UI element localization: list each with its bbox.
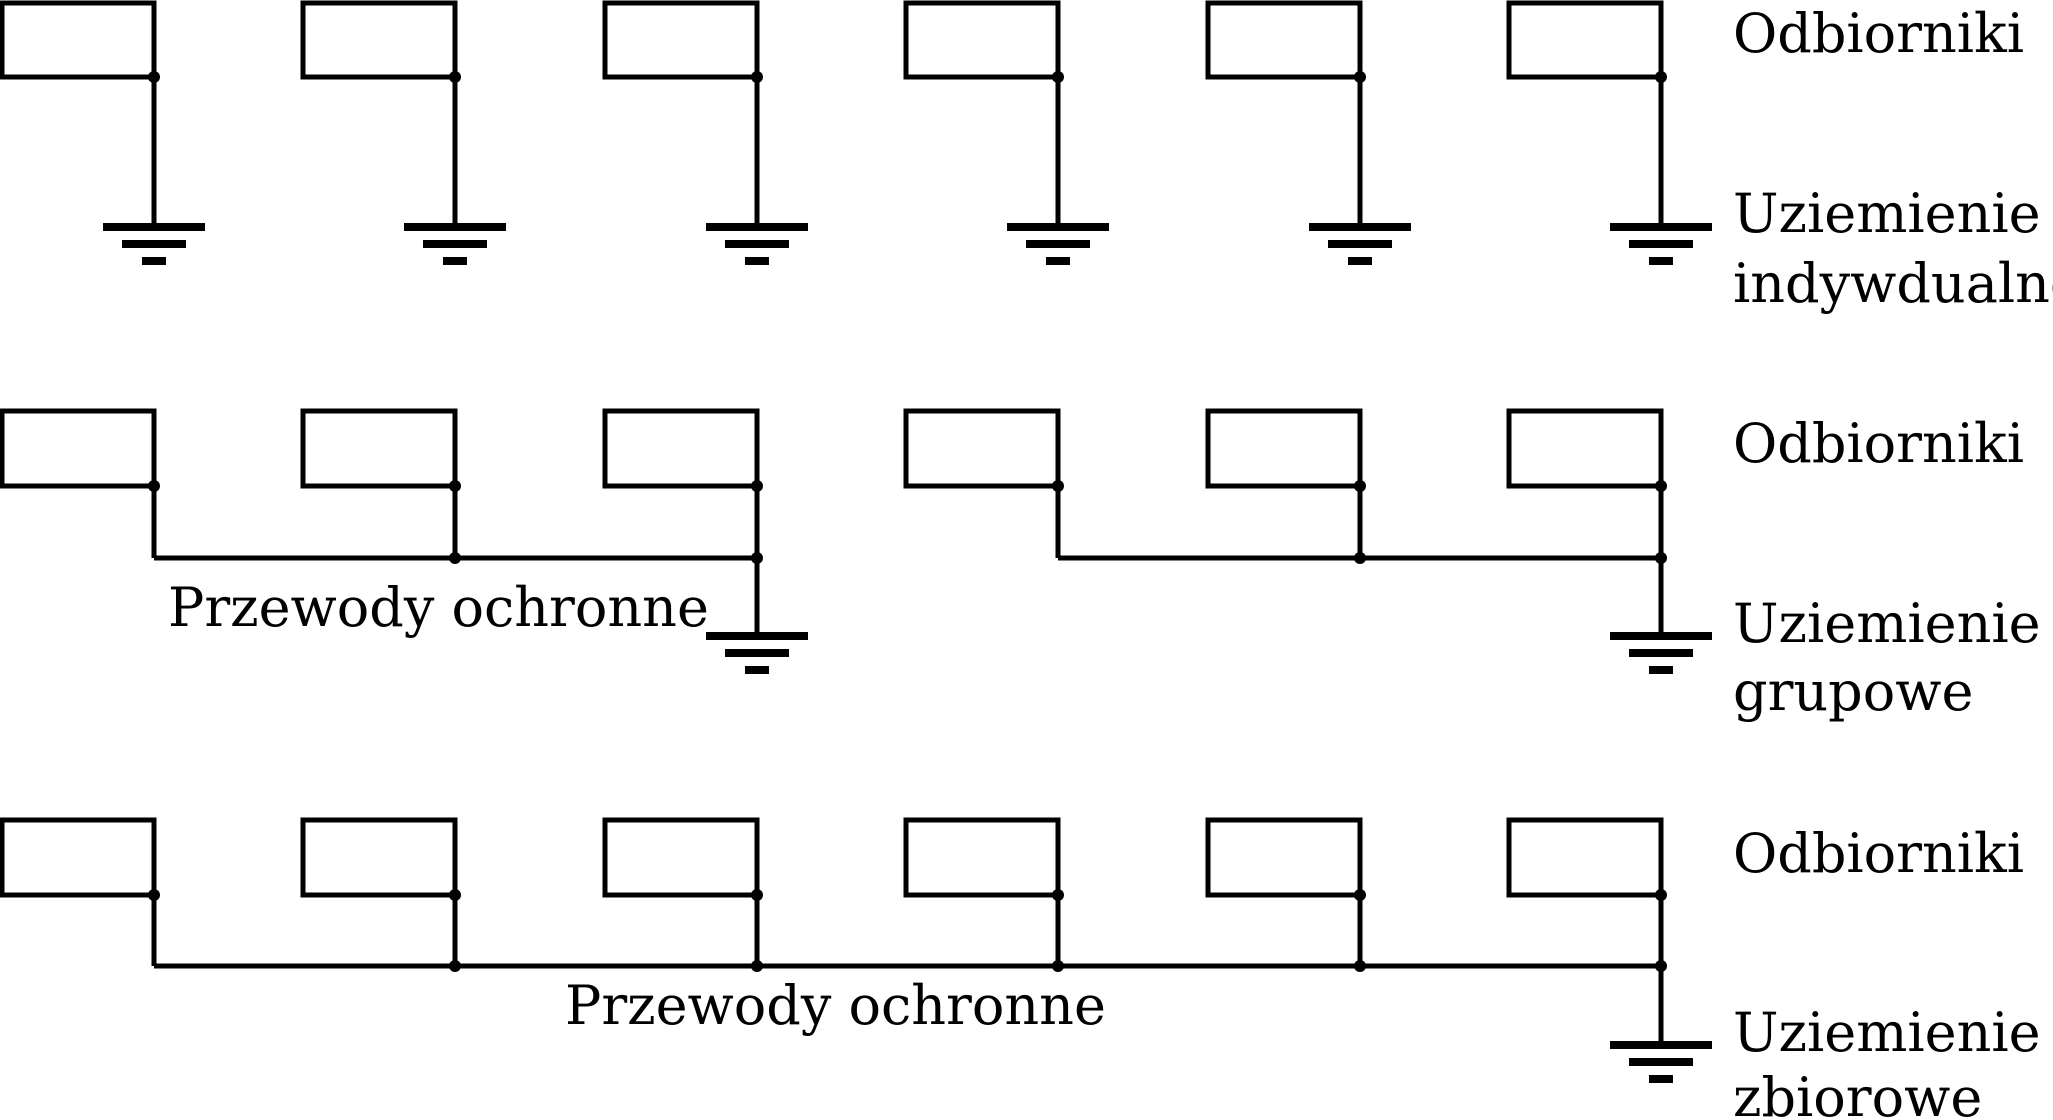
group-earthing-row xyxy=(0,408,1712,674)
junction-dot xyxy=(1052,71,1064,83)
junction-dot xyxy=(449,889,461,901)
receiver-box xyxy=(903,408,1061,489)
receiver-box xyxy=(1506,408,1664,489)
ground-symbol xyxy=(1610,1041,1712,1083)
ground-symbol xyxy=(1007,223,1109,265)
bus-junction-dot xyxy=(449,960,461,972)
junction-dot xyxy=(148,889,160,901)
receiver-box xyxy=(300,0,458,80)
junction-dot xyxy=(1354,480,1366,492)
bus-junction-dot xyxy=(1354,960,1366,972)
bus-junction-dot xyxy=(1354,552,1366,564)
ground-symbol xyxy=(103,223,205,265)
protective-conductors-label-group: Przewody ochronne xyxy=(168,576,709,639)
bus-junction-dot xyxy=(1052,960,1064,972)
protective-conductors-label-collective: Przewody ochronne xyxy=(565,974,1106,1037)
receiver-box xyxy=(0,0,157,80)
earthing-label-group-line1: Uziemienie xyxy=(1733,592,2041,655)
earthing-label-individual-line1: Uziemienie xyxy=(1733,182,2041,245)
ground-symbol xyxy=(706,223,808,265)
receivers-label-collective: Odbiorniki xyxy=(1733,822,2024,885)
receiver-box xyxy=(602,817,760,898)
bus-junction-dot xyxy=(751,960,763,972)
junction-dot xyxy=(449,480,461,492)
ground-symbol xyxy=(1610,223,1712,265)
earthing-label-group-line2: grupowe xyxy=(1733,660,1973,723)
ground-symbol xyxy=(1309,223,1411,265)
receivers-label-group: Odbiorniki xyxy=(1733,412,2024,475)
ground-symbol xyxy=(404,223,506,265)
receiver-box xyxy=(602,0,760,80)
junction-dot xyxy=(1354,889,1366,901)
receiver-box xyxy=(1506,0,1664,80)
receiver-box xyxy=(602,408,760,489)
collective-earthing-row xyxy=(0,817,1712,1083)
junction-dot xyxy=(1655,71,1667,83)
receiver-box xyxy=(903,0,1061,80)
junction-dot xyxy=(1655,480,1667,492)
receiver-box xyxy=(1205,408,1363,489)
junction-dot xyxy=(1655,889,1667,901)
receiver-box xyxy=(903,817,1061,898)
junction-dot xyxy=(1052,480,1064,492)
receiver-box xyxy=(0,817,157,898)
junction-dot xyxy=(148,480,160,492)
junction-dot xyxy=(1354,71,1366,83)
receiver-box xyxy=(300,408,458,489)
junction-dot xyxy=(449,71,461,83)
ground-symbol xyxy=(706,632,808,674)
receiver-box xyxy=(0,408,157,489)
receiver-box xyxy=(300,817,458,898)
junction-dot xyxy=(751,480,763,492)
receiver-box xyxy=(1205,817,1363,898)
receivers-label-individual: Odbiorniki xyxy=(1733,2,2024,65)
receiver-box xyxy=(1506,817,1664,898)
junction-dot xyxy=(751,889,763,901)
bus-junction-dot xyxy=(449,552,461,564)
junction-dot xyxy=(1052,889,1064,901)
earthing-label-collective-line1: Uziemienie xyxy=(1733,1001,2041,1064)
receiver-box xyxy=(1205,0,1363,80)
earthing-label-individual-line2: indywdualne xyxy=(1733,252,2053,315)
ground-symbol xyxy=(1610,632,1712,674)
earthing-label-collective-line2: zbiorowe xyxy=(1733,1066,1982,1120)
junction-dot xyxy=(751,71,763,83)
junction-dot xyxy=(148,71,160,83)
individual-earthing-row xyxy=(0,0,1712,265)
